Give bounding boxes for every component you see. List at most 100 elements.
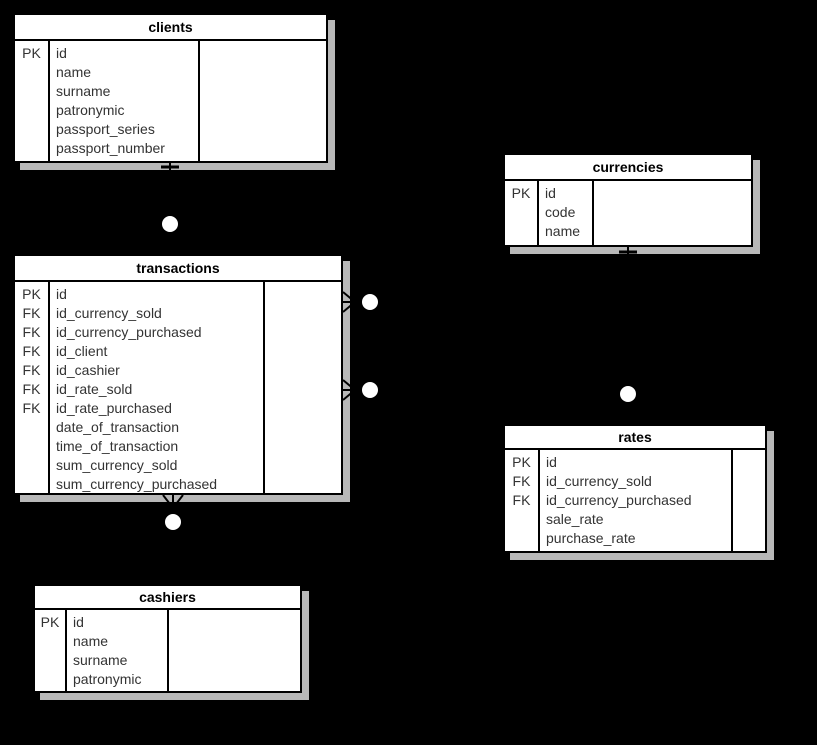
field-cell: name [545, 223, 581, 239]
currencies-columns: PK id code name [505, 181, 751, 245]
field-cell: surname [73, 652, 128, 668]
key-cell [15, 82, 48, 101]
relation-dot [362, 294, 378, 310]
key-cell: PK [22, 286, 41, 302]
key-cell: PK [40, 614, 60, 630]
key-cell [15, 139, 48, 158]
field-cell: purchase_rate [546, 530, 636, 546]
key-cell [15, 120, 48, 139]
cashiers-type-column-empty [169, 610, 300, 691]
field-cell: code [545, 204, 576, 220]
field-cell: id_currency_sold [546, 473, 652, 489]
crow-foot-prong [617, 411, 629, 425]
entity-title-cashiers: cashiers [35, 586, 300, 610]
currencies-field-column: id code name [539, 181, 594, 245]
entity-title-currencies: currencies [505, 155, 751, 181]
cashiers-key-column: PK [35, 610, 67, 691]
key-cell [505, 529, 538, 548]
field-cell: sale_rate [546, 511, 604, 527]
relation-dot [620, 386, 636, 402]
key-cell: FK [22, 324, 41, 340]
key-cell [15, 418, 48, 437]
field-cell: id [546, 454, 557, 470]
key-cell [15, 101, 48, 120]
field-cell: name [56, 64, 92, 80]
transactions-type-column-empty [265, 282, 341, 493]
key-cell [35, 632, 65, 651]
crow-foot-prong [169, 241, 181, 255]
key-cell [35, 651, 65, 670]
field-cell: sum_currency_sold [56, 457, 178, 473]
relationship-line [343, 209, 503, 303]
relation-dot [362, 382, 378, 398]
key-cell [35, 670, 65, 689]
field-cell: name [73, 633, 109, 649]
rates-type-column-empty [733, 450, 765, 551]
relationship-line [343, 389, 503, 471]
clients-type-column-empty [200, 41, 326, 161]
field-cell: date_of_transaction [56, 419, 179, 435]
crow-foot-prong [159, 241, 171, 255]
key-cell: FK [22, 381, 41, 397]
key-cell [505, 203, 537, 222]
field-cell: id_rate_purchased [56, 400, 172, 416]
key-cell: FK [22, 305, 41, 321]
key-cell: FK [512, 492, 531, 508]
entity-title-clients: clients [15, 15, 326, 41]
key-cell: PK [511, 185, 531, 201]
key-cell [505, 510, 538, 529]
connector-rates-transactions[interactable] [342, 379, 503, 479]
rates-columns: PK FK FK id id_currency_sold id_currency_purc… [505, 450, 765, 551]
field-cell: id_cashier [56, 362, 120, 378]
relation-dot [165, 514, 181, 530]
key-cell [15, 437, 48, 456]
key-cell [15, 456, 48, 475]
field-cell: id [56, 286, 67, 302]
entity-title-rates: rates [505, 426, 765, 450]
entity-title-transactions: transactions [15, 256, 341, 282]
rates-key-column: PK FK FK [505, 450, 540, 551]
field-cell: id [73, 614, 84, 630]
key-cell: PK [512, 454, 531, 470]
field-cell: id_currency_purchased [56, 324, 202, 340]
currencies-type-column-empty [594, 181, 751, 245]
field-cell: sum_currency_purchased [56, 476, 218, 492]
connector-cashiers-transactions[interactable] [162, 494, 184, 584]
key-cell: PK [22, 45, 41, 61]
field-cell: passport_series [56, 121, 155, 137]
field-cell: id [56, 45, 67, 61]
crow-foot-prong [627, 411, 639, 425]
key-cell [15, 475, 48, 493]
clients-key-column: PK [15, 41, 50, 161]
connector-currencies-rates[interactable] [617, 247, 639, 425]
key-cell: FK [22, 400, 41, 416]
field-cell: id_currency_purchased [546, 492, 692, 508]
connector-currencies-transactions[interactable] [342, 201, 503, 313]
field-cell: patronymic [56, 102, 125, 118]
connector-clients-transactions[interactable] [159, 163, 181, 255]
key-cell [505, 222, 537, 241]
key-cell: FK [512, 473, 531, 489]
field-cell: id_client [56, 343, 108, 359]
field-cell: time_of_transaction [56, 438, 179, 454]
currencies-key-column: PK [505, 181, 539, 245]
field-cell: id_currency_sold [56, 305, 162, 321]
field-cell: id [545, 185, 556, 201]
relation-dot [162, 216, 178, 232]
key-cell: FK [22, 362, 41, 378]
field-cell: passport_number [56, 140, 165, 156]
